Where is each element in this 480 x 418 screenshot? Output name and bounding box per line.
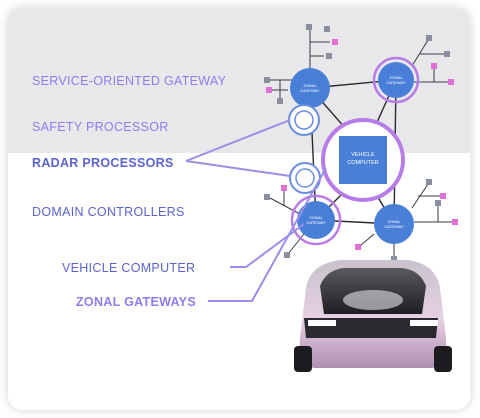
- peripheral-node: [440, 193, 446, 199]
- peripheral-node: [431, 63, 437, 69]
- connector-vehicle-computer: [230, 223, 305, 268]
- peripheral-node: [264, 77, 270, 83]
- vehicle-computer-chip: [339, 136, 387, 184]
- zonal-gateway-top-right: ZONAL GATEWAY: [372, 56, 420, 104]
- peripheral-node: [284, 252, 290, 258]
- peripheral-node: [266, 87, 272, 93]
- peripheral-node: [281, 185, 287, 191]
- zonal-gateway-circle: [297, 201, 335, 239]
- peripheral-node: [264, 194, 270, 200]
- connector-zonal-gateways: [208, 167, 327, 302]
- peripheral-tree-bottom-right: [359, 183, 452, 256]
- callout-connectors: [185, 119, 327, 302]
- svg-text:GATEWAY: GATEWAY: [384, 224, 404, 229]
- zonal-gateway-circle: [374, 204, 414, 244]
- peripheral-node: [326, 53, 332, 59]
- car-grille: [304, 318, 438, 338]
- car-interior: [343, 290, 403, 310]
- svg-text:ZONAL: ZONAL: [303, 83, 317, 88]
- zonal-gateway-ring: [290, 194, 342, 246]
- svg-text:ZONAL: ZONAL: [309, 215, 323, 220]
- car-wheel-left: [294, 346, 312, 372]
- zonal-gateway-bottom-left: ZONAL GATEWAY: [290, 194, 342, 246]
- zonal-gateway-bottom-right: ZONAL GATEWAY: [374, 204, 414, 244]
- label-radar-processors: RADAR PROCESSORS: [32, 156, 174, 170]
- label-domain-controllers: DOMAIN CONTROLLERS: [32, 205, 185, 219]
- car-illustration: [294, 260, 452, 372]
- peripheral-node: [355, 244, 361, 250]
- radar-processor-ring: [288, 104, 320, 136]
- svg-text:GATEWAY: GATEWAY: [306, 220, 326, 225]
- vehicle-computer-text-1: VEHICLE: [351, 152, 375, 158]
- svg-text:GATEWAY: GATEWAY: [300, 88, 320, 93]
- peripheral-node: [448, 79, 454, 85]
- label-service-oriented-gateway: SERVICE-ORIENTED GATEWAY: [32, 74, 227, 88]
- vehicle-computer-text-2: COMPUTER: [347, 160, 379, 166]
- zonal-gateway-top-left: ZONAL GATEWAY: [290, 68, 330, 108]
- car-wheel-right: [434, 346, 452, 372]
- architecture-diagram: VEHICLE COMPUTER ZONAL GATEWAY ZONAL GAT…: [185, 24, 458, 372]
- label-zonal-gateways: ZONAL GATEWAYS: [76, 295, 196, 309]
- peripheral-tree-top-left: [270, 30, 330, 98]
- peripheral-node: [435, 200, 441, 206]
- zonal-gateway-ring: [372, 56, 420, 104]
- vehicle-computer-node: VEHICLE COMPUTER: [321, 118, 405, 202]
- svg-text:ZONAL: ZONAL: [387, 219, 401, 224]
- peripheral-node: [332, 39, 338, 45]
- svg-text:ZONAL: ZONAL: [389, 75, 403, 80]
- label-vehicle-computer: VEHICLE COMPUTER: [62, 261, 196, 275]
- connector-radar-bottom: [185, 160, 291, 177]
- car-headlight-right: [410, 320, 438, 326]
- diagram-card: VEHICLE COMPUTER ZONAL GATEWAY ZONAL GAT…: [8, 8, 470, 410]
- peripheral-node: [444, 51, 450, 57]
- peripheral-node: [426, 35, 432, 41]
- peripheral-nodes: [264, 24, 458, 262]
- peripheral-tree-top-right: [411, 39, 448, 83]
- label-safety-processor: SAFETY PROCESSOR: [32, 120, 169, 134]
- peripheral-node: [324, 26, 330, 32]
- connector-radar-top: [185, 119, 291, 162]
- svg-text:GATEWAY: GATEWAY: [386, 80, 406, 85]
- peripheral-node: [277, 98, 283, 104]
- peripheral-node: [306, 24, 312, 30]
- car-headlight-left: [308, 320, 336, 326]
- zonal-gateway-circle: [290, 68, 330, 108]
- peripheral-node: [391, 256, 397, 262]
- radar-processor-top: [288, 104, 320, 136]
- peripheral-node: [452, 219, 458, 225]
- peripheral-tree-bottom-left: [269, 190, 305, 255]
- zonal-gateway-circle: [378, 62, 414, 98]
- peripheral-node: [426, 179, 432, 185]
